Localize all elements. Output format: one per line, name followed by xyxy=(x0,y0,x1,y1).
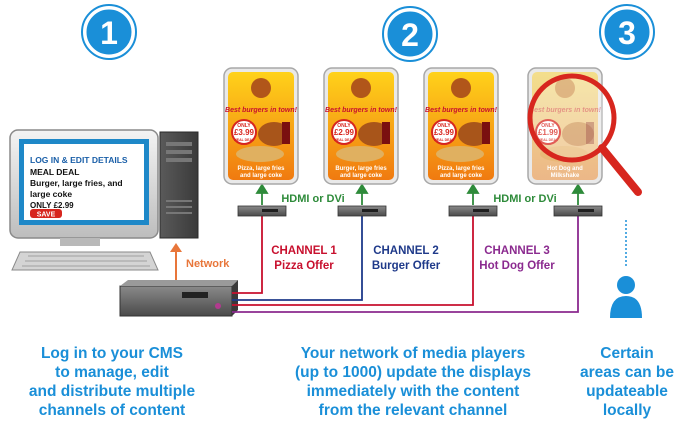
display-2-headline: Best burgers in town! xyxy=(325,107,398,114)
channel-cables xyxy=(232,215,579,313)
hdmi-label-2: HDMI or DVi xyxy=(493,193,556,205)
caption-left-line-1: Log in to your CMS xyxy=(41,345,183,362)
cms-computer: LOG IN & EDIT DETAILS MEAL DEAL Burger, … xyxy=(9,129,199,271)
step-1-badge: 1 xyxy=(81,4,137,60)
display-4-headline: Best burgers in town! xyxy=(529,107,602,114)
cms-server xyxy=(119,280,238,317)
save-button-label: SAVE xyxy=(37,212,56,219)
cms-line-2: Burger, large fries, and xyxy=(30,178,123,188)
display-4-price: £1.99 xyxy=(538,128,559,137)
display-2-caption2: and large coke xyxy=(340,173,383,179)
caption-middle-line-4: from the relevant channel xyxy=(319,402,508,419)
caption-right: Certain areas can be updateable locally xyxy=(580,345,674,419)
display-1-price: £3.99 xyxy=(234,128,255,137)
display-3-headline: Best burgers in town! xyxy=(425,107,498,114)
channel-2-label: CHANNEL 2 Burger Offer xyxy=(372,245,441,272)
hdmi-label-1: HDMI or DVi xyxy=(281,193,344,205)
media-player-2 xyxy=(337,205,387,217)
display-1-caption1: Pizza, large fries xyxy=(237,166,285,172)
step-2-badge: 2 xyxy=(382,6,438,62)
user-head-icon xyxy=(617,276,635,294)
cms-line-4: ONLY £2.99 xyxy=(30,201,74,210)
display-3-price-top: ONLY xyxy=(437,123,451,129)
media-player-1 xyxy=(237,205,287,217)
caption-middle-line-3: immediately with the content xyxy=(307,383,520,400)
channel-3-offer: Hot Dog Offer xyxy=(479,260,555,272)
channel-2-offer: Burger Offer xyxy=(372,260,441,272)
caption-left: Log in to your CMS to manage, edit and d… xyxy=(29,345,196,419)
display-2-price-sub: MEAL DEAL xyxy=(334,138,355,142)
network-label: Network xyxy=(186,258,230,270)
network-link: Network xyxy=(170,243,230,280)
caption-left-line-4: channels of content xyxy=(39,402,185,419)
display-2-price: £2.99 xyxy=(334,128,355,137)
pc-tower xyxy=(159,131,199,239)
channel-3-label: CHANNEL 3 Hot Dog Offer xyxy=(479,245,555,272)
media-player-3 xyxy=(448,205,498,217)
step-3-number: 3 xyxy=(618,15,636,51)
caption-right-line-3: updateable xyxy=(586,383,668,400)
cms-line-1: MEAL DEAL xyxy=(30,167,79,177)
caption-right-line-4: locally xyxy=(603,402,652,419)
caption-left-line-2: to manage, edit xyxy=(55,364,169,381)
display-2-caption1: Burger, large fries xyxy=(335,166,387,172)
step-2-number: 2 xyxy=(401,17,419,53)
display-1-caption2: and large coke xyxy=(240,173,283,179)
display-4-price-sub: MEAL DEAL xyxy=(538,138,559,142)
cms-editor-panel xyxy=(24,144,144,220)
caption-right-line-2: areas can be xyxy=(580,364,674,381)
display-4-price-top: ONLY xyxy=(541,123,555,129)
caption-left-line-3: and distribute multiple xyxy=(29,383,196,400)
display-3-caption2: and large coke xyxy=(440,173,483,179)
display-1-price-top: ONLY xyxy=(237,123,251,129)
caption-middle-line-1: Your network of media players xyxy=(301,345,526,362)
caption-middle-line-2: (up to 1000) update the displays xyxy=(295,364,531,381)
channel-2-name: CHANNEL 2 xyxy=(373,245,439,257)
display-4-caption1: Hot Dog and xyxy=(547,166,583,172)
display-2-price-top: ONLY xyxy=(337,123,351,129)
channel-1-name: CHANNEL 1 xyxy=(271,245,337,257)
magnifier-icon xyxy=(527,73,642,196)
hdmi-arrows xyxy=(255,183,585,205)
display-4-caption2: Milkshake xyxy=(551,173,580,179)
display-3-price-sub: MEAL DEAL xyxy=(434,138,455,142)
display-3-price: £3.99 xyxy=(434,128,455,137)
caption-middle: Your network of media players (up to 100… xyxy=(295,345,531,419)
user-body-icon xyxy=(610,296,642,318)
local-user xyxy=(610,220,642,318)
cms-line-3: large coke xyxy=(30,189,72,199)
display-1-price-sub: MEAL DEAL xyxy=(234,138,255,142)
power-led xyxy=(215,303,221,309)
media-player-4 xyxy=(553,205,603,217)
monitor-stand xyxy=(60,238,100,246)
step-3-badge: 3 xyxy=(599,4,655,60)
caption-right-line-1: Certain xyxy=(600,345,653,362)
channel-3-name: CHANNEL 3 xyxy=(484,245,550,257)
display-1-headline: Best burgers in town! xyxy=(225,107,298,114)
channel-1-label: CHANNEL 1 Pizza Offer xyxy=(271,245,337,272)
cms-title: LOG IN & EDIT DETAILS xyxy=(30,155,128,165)
display-3-caption1: Pizza, large fries xyxy=(437,166,485,172)
channel-1-offer: Pizza Offer xyxy=(274,260,334,272)
step-1-number: 1 xyxy=(100,15,118,51)
save-button[interactable] xyxy=(30,209,62,218)
